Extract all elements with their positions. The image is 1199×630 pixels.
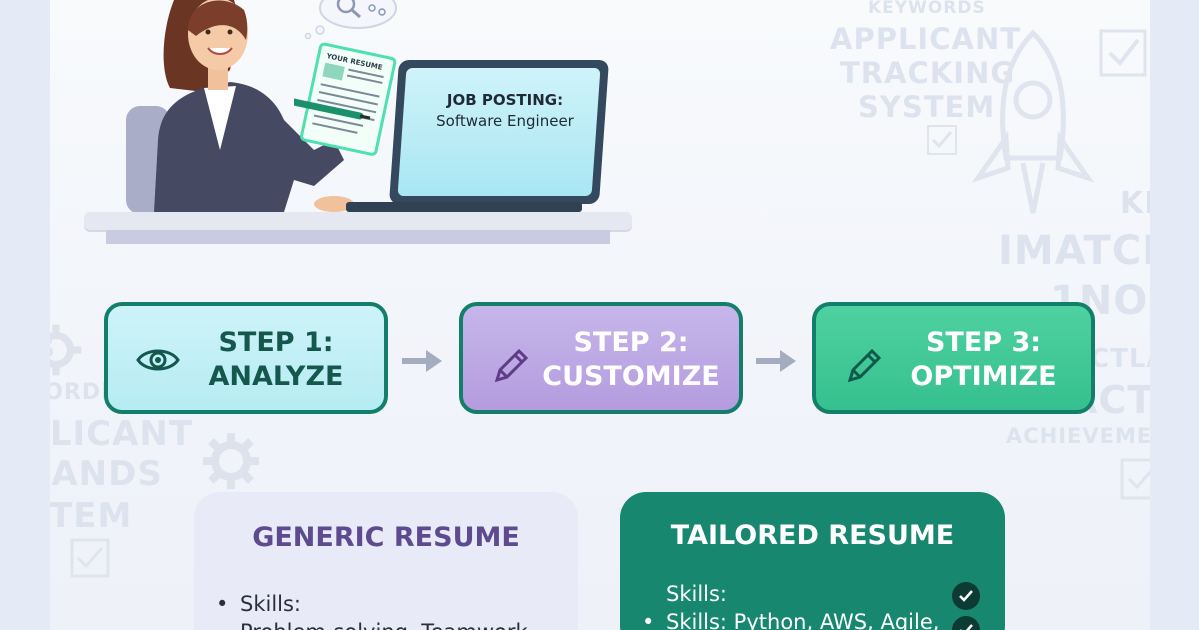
- resume-paper-icon: [294, 42, 397, 156]
- bg-word-tracking: TRACKING: [840, 56, 1016, 90]
- checkbox-icon: [1120, 458, 1150, 500]
- step-1-label: STEP 1: ANALYZE: [178, 326, 374, 394]
- check-icon: [952, 616, 980, 630]
- tailored-resume-title: TAILORED RESUME: [670, 520, 955, 551]
- bg-word-system: SYSTEM: [858, 90, 996, 124]
- arrow-right-icon: [756, 350, 796, 372]
- step-card-optimize: STEP 3: OPTIMIZE: [812, 302, 1095, 414]
- gear-icon: [50, 324, 82, 376]
- laptop-base: [346, 202, 582, 212]
- bg-word-trands: TRANDS: [50, 454, 163, 494]
- checkbox-icon: [1099, 29, 1147, 77]
- bg-word-applicant: APPLICANT: [830, 22, 1022, 56]
- tailored-resume-bullet: •: [642, 610, 655, 630]
- pencil-icon: [847, 348, 882, 383]
- step-2-name: CUSTOMIZE: [542, 361, 720, 392]
- infographic-canvas: KEYWORDS APPLICANT TRACKING SYSTEM KE IM…: [50, 0, 1150, 630]
- gear-icon: [203, 433, 259, 489]
- generic-resume-card: GENERIC RESUME • Skills: Problem-solving…: [194, 492, 578, 630]
- step-1-name: ANALYZE: [208, 361, 344, 392]
- generic-resume-title: GENERIC RESUME: [252, 522, 520, 553]
- step-3-number: STEP 3:: [925, 327, 1042, 358]
- arrow-right-icon: [402, 350, 442, 372]
- step-2-label: STEP 2: CUSTOMIZE: [533, 326, 729, 394]
- desk: [84, 212, 632, 230]
- rocket-icon: [971, 29, 1095, 214]
- job-posting-title: JOB POSTING:: [446, 91, 564, 109]
- bg-word-ystem: YSTEM: [50, 496, 133, 536]
- step-3-label: STEP 3: OPTIMIZE: [886, 326, 1081, 394]
- bg-word-keywords: KEYWORDS: [868, 0, 986, 18]
- bg-word-es: ES: [50, 335, 56, 363]
- tailored-resume-skills-label: Skills:: [666, 582, 728, 606]
- eye-icon: [136, 349, 180, 371]
- woman-illustration-icon: [154, 0, 374, 212]
- bg-word-achievement: ACHIEVEMEN: [1006, 424, 1150, 448]
- step-1-number: STEP 1:: [218, 327, 334, 358]
- job-posting-role: Software Engineer: [436, 112, 574, 130]
- job-posting-text: JOB POSTING: Software Engineer: [410, 90, 600, 132]
- generic-resume-skills-label: Skills:: [240, 592, 302, 616]
- step-2-number: STEP 2:: [573, 327, 689, 358]
- checkbox-icon: [927, 125, 957, 155]
- tailored-resume-card: TAILORED RESUME Skills: • Skills: Python…: [620, 492, 1005, 630]
- step-card-customize: STEP 2: CUSTOMIZE: [459, 302, 743, 414]
- thought-bubble-icon: [304, 0, 397, 40]
- step-card-analyze: STEP 1: ANALYZE: [104, 302, 388, 414]
- laptop-display: [397, 68, 601, 196]
- check-icon: [952, 582, 980, 610]
- generic-resume-bullet: •: [216, 592, 229, 616]
- bg-word-ke: KE: [1120, 186, 1150, 221]
- bg-word-pplicant: PPLICANT: [50, 414, 194, 454]
- tailored-resume-skills-value: Skills: Python, AWS, Agile,: [666, 610, 940, 630]
- desk-base: [106, 230, 610, 244]
- pencil-icon: [494, 348, 529, 383]
- generic-resume-skills-value: Problem-solving, Teamwork: [240, 620, 528, 630]
- bg-word-imatch: IMATCHT: [998, 228, 1150, 274]
- checkbox-icon: [70, 538, 110, 578]
- step-3-name: OPTIMIZE: [910, 361, 1057, 392]
